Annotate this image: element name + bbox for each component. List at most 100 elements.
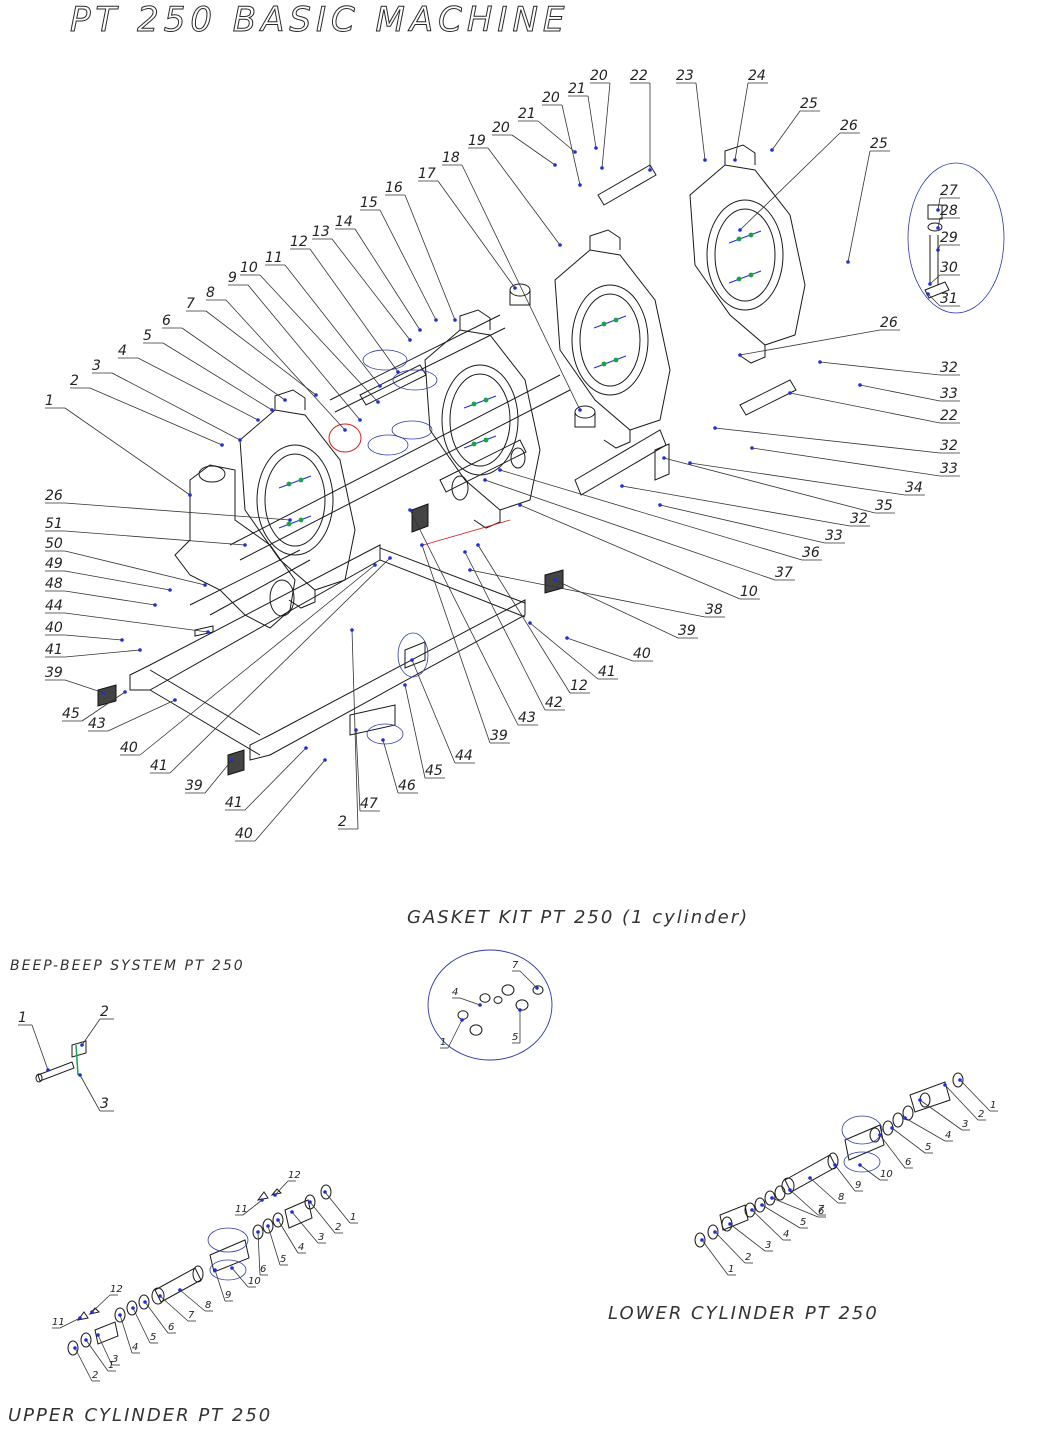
leader-line xyxy=(464,551,546,711)
leader-dot xyxy=(256,1230,260,1234)
leader-dot xyxy=(173,698,177,702)
part-number-label: 41 xyxy=(225,795,243,811)
leader-dot xyxy=(270,408,274,412)
part-number-label: 1 xyxy=(728,1264,734,1275)
leader-dot xyxy=(358,418,362,422)
leader-line xyxy=(247,284,361,421)
leader-dot xyxy=(138,648,142,652)
index-mark xyxy=(463,395,497,409)
leader-line xyxy=(354,228,421,331)
outline-path xyxy=(37,1061,75,1082)
outline-ellipse xyxy=(114,1307,126,1323)
part-number-label: 11 xyxy=(235,1204,248,1215)
main-callouts-top: 1234567891011121314151617181920202021212… xyxy=(45,68,820,497)
leader-dot xyxy=(434,318,438,322)
part-number-label: 7 xyxy=(512,960,519,971)
leader-line xyxy=(331,238,411,341)
part-number-label: 32 xyxy=(940,360,958,376)
outline-ellipse xyxy=(198,465,226,483)
highlight-ring xyxy=(209,1259,247,1281)
leader-dot xyxy=(713,426,717,430)
leader-line xyxy=(904,1117,946,1142)
leader-dot xyxy=(738,353,742,357)
part-number-label: 16 xyxy=(385,180,403,196)
leader-dot xyxy=(573,150,577,154)
leader-dot xyxy=(323,758,327,762)
leader-line xyxy=(561,104,581,186)
leader-line xyxy=(437,180,516,289)
leader-dot xyxy=(760,1203,764,1207)
outline-path xyxy=(379,559,526,618)
leader-dot xyxy=(260,1198,264,1202)
leader-dot xyxy=(468,568,472,572)
part-number-label: 40 xyxy=(235,826,253,842)
outline-ellipse xyxy=(457,1010,469,1020)
outline-ellipse xyxy=(764,1190,776,1206)
outline-path xyxy=(229,374,561,546)
leader-line xyxy=(459,997,481,1006)
leader-line xyxy=(461,164,581,411)
leader-dot xyxy=(453,318,457,322)
outline-path xyxy=(359,364,427,406)
leader-dot xyxy=(343,428,347,432)
leader-dot xyxy=(290,1210,294,1214)
highlight-ring xyxy=(843,1151,881,1173)
leader-dot xyxy=(102,691,106,695)
part-number-label: 43 xyxy=(518,710,536,726)
leader-dot xyxy=(738,228,742,232)
support-block xyxy=(227,749,245,776)
outline-ellipse xyxy=(192,1265,204,1283)
leader-line xyxy=(97,1334,113,1366)
outline-path xyxy=(739,379,797,416)
leader-dot xyxy=(378,384,382,388)
index-mark xyxy=(593,355,627,369)
leader-dot xyxy=(46,1068,50,1072)
leader-dot xyxy=(662,456,666,460)
index-mark xyxy=(728,230,762,244)
leader-line xyxy=(85,1339,109,1372)
leader-line xyxy=(554,579,679,639)
part-number-label: 4 xyxy=(132,1342,138,1353)
index-mark xyxy=(278,475,312,489)
part-number-label: 3 xyxy=(962,1119,968,1130)
part-number-label: 3 xyxy=(92,358,101,374)
outline-path xyxy=(719,1204,749,1231)
outline-path xyxy=(209,559,311,616)
part-number-label: 38 xyxy=(705,602,723,618)
green-marker xyxy=(613,357,619,363)
leader-dot xyxy=(476,543,480,547)
leader-line xyxy=(64,550,206,586)
outline-path xyxy=(209,1239,250,1273)
leader-dot xyxy=(558,243,562,247)
part-number-label: 6 xyxy=(260,1264,266,1275)
leader-dot xyxy=(206,630,210,634)
leader-line xyxy=(701,1239,729,1276)
leader-dot xyxy=(478,1003,482,1007)
part-number-label: 4 xyxy=(452,987,458,998)
leader-line xyxy=(214,1269,226,1302)
leader-line xyxy=(663,457,876,514)
leader-line xyxy=(739,329,881,356)
part-number-label: 1 xyxy=(45,393,54,409)
outline-ellipse xyxy=(827,1152,839,1170)
leader-dot xyxy=(565,636,569,640)
outline-path xyxy=(603,430,631,449)
leader-line xyxy=(689,462,906,496)
support-block xyxy=(97,684,117,707)
leader-line xyxy=(944,1084,979,1121)
leader-line xyxy=(74,1347,93,1382)
outline-path xyxy=(284,1199,313,1229)
part-number-label: 5 xyxy=(143,328,152,344)
outline-ellipse xyxy=(272,1212,284,1228)
leader-dot xyxy=(408,338,412,342)
part-number-label: 19 xyxy=(468,133,486,149)
leader-dot xyxy=(578,183,582,187)
outline-path xyxy=(738,345,766,364)
leader-line xyxy=(351,629,359,830)
part-number-label: 7 xyxy=(818,1204,825,1215)
outline-ellipse xyxy=(952,1072,964,1088)
part-number-label: 3 xyxy=(765,1240,771,1251)
leader-line xyxy=(891,1127,926,1154)
leader-line xyxy=(291,1211,319,1244)
